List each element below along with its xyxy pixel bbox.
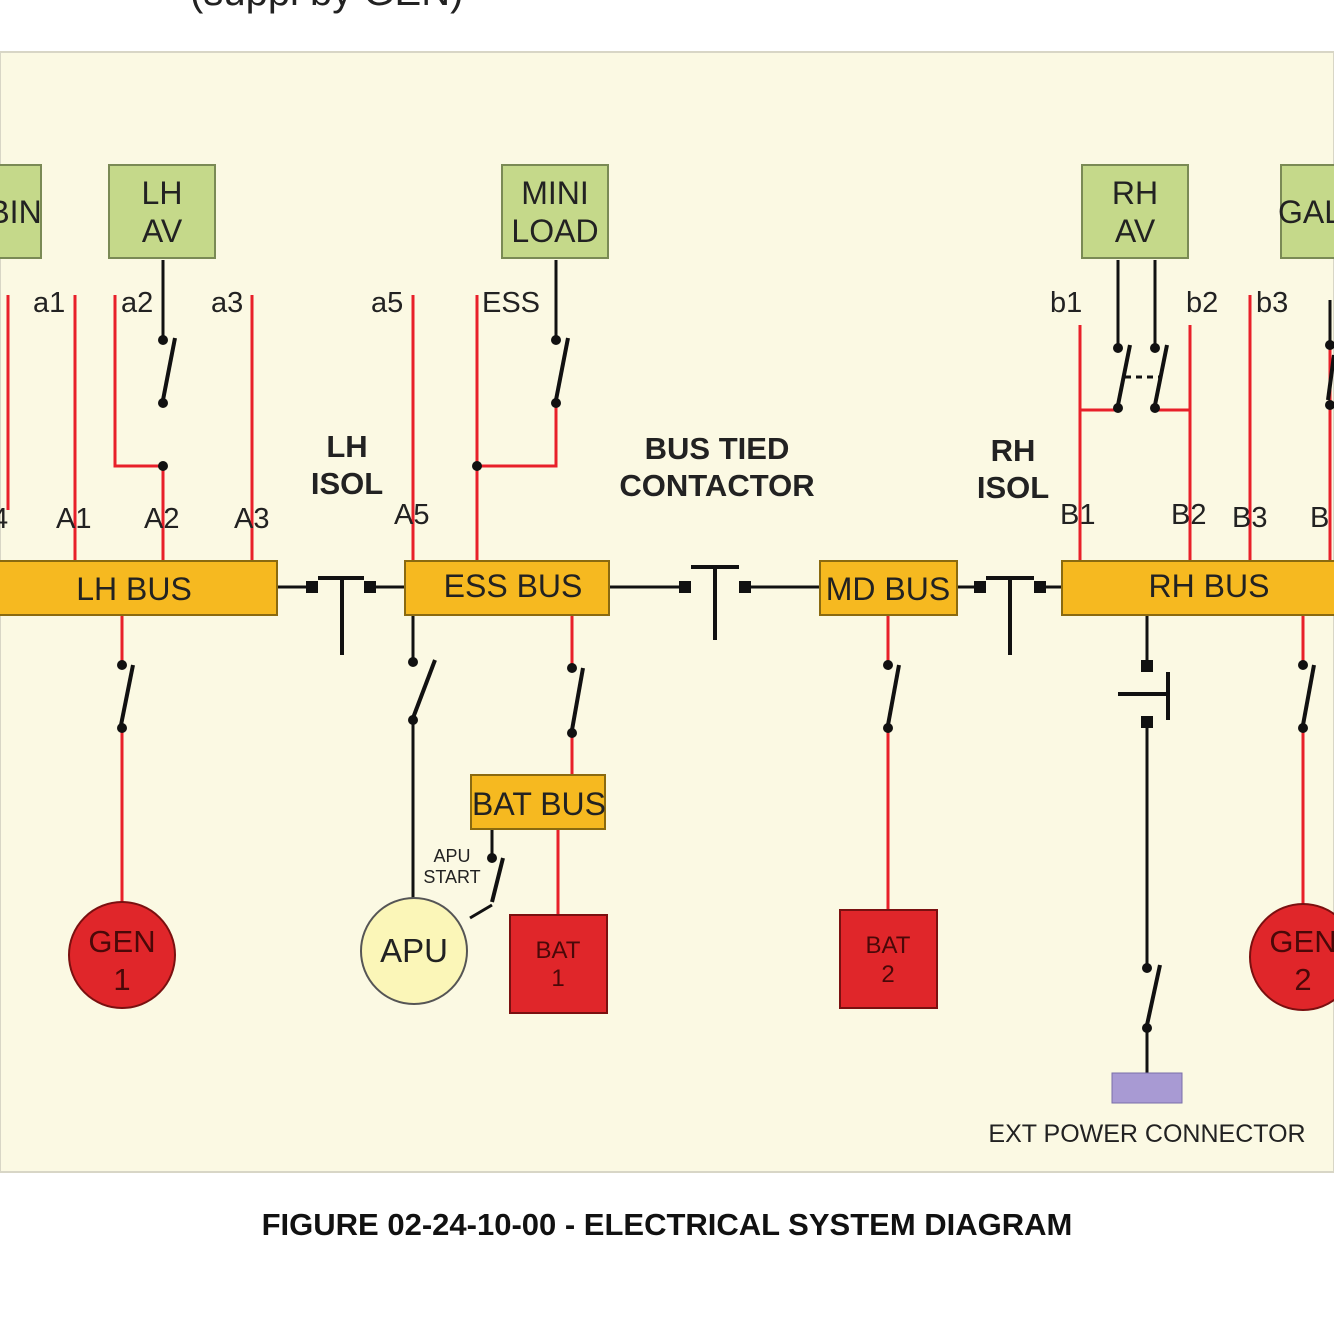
switch-rh-av-1 bbox=[1116, 344, 1132, 406]
label-a5: a5 bbox=[371, 287, 403, 319]
gen1-label-2: 1 bbox=[113, 962, 130, 997]
lh-bus-label: LH BUS bbox=[76, 571, 192, 607]
gen2-symbol bbox=[1249, 903, 1334, 1011]
rh-bus-label: RH BUS bbox=[1149, 568, 1270, 604]
label-b3: b3 bbox=[1256, 287, 1288, 319]
lh-bus-box bbox=[0, 560, 278, 616]
label-B3: B3 bbox=[1232, 502, 1267, 534]
bus-tied-contactor bbox=[679, 565, 751, 640]
switch-mini-load bbox=[554, 337, 570, 401]
label-b2: b2 bbox=[1186, 287, 1218, 319]
rh-isol-label-1: RH bbox=[991, 433, 1036, 468]
switch-apu bbox=[411, 659, 437, 719]
switches bbox=[117, 335, 1334, 1033]
feeder-ess-branch bbox=[477, 405, 558, 468]
switch-ext-power bbox=[1145, 964, 1162, 1026]
label-A1: A1 bbox=[56, 503, 91, 535]
cabin-load-box bbox=[0, 164, 42, 259]
electrical-system-diagram: BIN LH AV MINI LOAD RH AV GAL a1 a2 a3 a… bbox=[0, 51, 1334, 1173]
rh-av-box bbox=[1081, 164, 1189, 259]
label-a2: a2 bbox=[121, 287, 153, 319]
gen1-symbol bbox=[68, 901, 176, 1009]
rh-isol-contactor bbox=[974, 576, 1046, 655]
black-conductors bbox=[161, 260, 1332, 1075]
buses bbox=[0, 560, 1334, 830]
gen2-label-2: 2 bbox=[1294, 962, 1311, 997]
clipped-header-text: (suppl by GEN) bbox=[190, 0, 463, 15]
feeder-labels: a1 a2 a3 a5 ESS b1 b2 b3 4 A1 A2 A3 A5 B… bbox=[0, 287, 1329, 535]
label-A5: A5 bbox=[394, 499, 429, 531]
switch-bat-bus bbox=[570, 667, 585, 731]
mini-load-label-1: MINI bbox=[521, 175, 589, 211]
gen1-label-1: GEN bbox=[88, 924, 155, 959]
ext-power-connector bbox=[1111, 1072, 1183, 1104]
lh-av-label-2: AV bbox=[142, 213, 183, 249]
cabin-load-label: BIN bbox=[0, 194, 42, 230]
bus-tied-label-1: BUS TIED bbox=[645, 431, 790, 466]
apu-symbol bbox=[360, 897, 468, 1005]
bat2-label-2: 2 bbox=[881, 961, 894, 988]
label-B1: B1 bbox=[1060, 499, 1095, 531]
bat2-symbol bbox=[839, 909, 938, 1009]
gen2-label-1: GEN bbox=[1269, 924, 1334, 959]
lh-av-label-1: LH bbox=[142, 175, 183, 211]
label-A3: A3 bbox=[234, 503, 269, 535]
apu-start-label-1: APU bbox=[433, 846, 470, 866]
md-bus-label: MD BUS bbox=[826, 571, 950, 607]
label-a3: a3 bbox=[211, 287, 243, 319]
feeder-lines bbox=[6, 295, 1332, 920]
ext-power-contactor bbox=[1118, 660, 1170, 728]
galley-load-label: GAL bbox=[1278, 194, 1334, 230]
lh-isol-contactor bbox=[306, 576, 376, 655]
lh-isol-label-1: LH bbox=[326, 429, 367, 464]
figure-caption: FIGURE 02-24-10-00 - ELECTRICAL SYSTEM D… bbox=[261, 1207, 1073, 1242]
switch-gen2 bbox=[1301, 664, 1316, 726]
apu-start-label-2: START bbox=[423, 867, 480, 887]
switch-lh-av bbox=[161, 337, 177, 401]
contactors bbox=[306, 565, 1170, 728]
ess-bus-box bbox=[404, 560, 610, 616]
bat-bus-label: BAT BUS bbox=[472, 786, 606, 822]
label-B2: B2 bbox=[1171, 499, 1206, 531]
bat1-symbol bbox=[509, 914, 608, 1014]
label-a1: a1 bbox=[33, 287, 65, 319]
switch-gen1 bbox=[119, 664, 135, 726]
ext-power-label: EXT POWER CONNECTOR bbox=[988, 1120, 1305, 1148]
apu-label: APU bbox=[380, 932, 448, 969]
md-bus-box bbox=[819, 560, 958, 616]
rh-isol-label-2: ISOL bbox=[977, 470, 1049, 505]
rh-bus-box bbox=[1061, 560, 1334, 616]
lh-isol-label-2: ISOL bbox=[311, 466, 383, 501]
mini-load-box bbox=[501, 164, 609, 259]
label-B4: B bbox=[1310, 502, 1329, 534]
rh-av-label-1: RH bbox=[1112, 175, 1158, 211]
bat1-label-1: BAT bbox=[536, 937, 581, 964]
bat2-label-1: BAT bbox=[866, 932, 911, 959]
bat-bus-box bbox=[470, 774, 606, 830]
label-ess: ESS bbox=[482, 287, 540, 319]
rh-av-label-2: AV bbox=[1115, 213, 1156, 249]
switch-apu-start bbox=[490, 857, 505, 903]
switch-rh-av-2 bbox=[1153, 344, 1169, 406]
mini-load-label-2: LOAD bbox=[511, 213, 598, 249]
load-boxes bbox=[0, 164, 1334, 259]
label-A2: A2 bbox=[144, 503, 179, 535]
bus-tied-label-2: CONTACTOR bbox=[619, 468, 814, 503]
switch-bat2 bbox=[886, 664, 901, 726]
ess-bus-label: ESS BUS bbox=[444, 568, 583, 604]
feeder-a2-branch bbox=[113, 295, 163, 468]
label-b1: b1 bbox=[1050, 287, 1082, 319]
galley-load-box bbox=[1280, 164, 1334, 259]
bat1-label-2: 1 bbox=[551, 965, 564, 992]
lh-av-box bbox=[108, 164, 216, 259]
label-A4: 4 bbox=[0, 503, 8, 535]
